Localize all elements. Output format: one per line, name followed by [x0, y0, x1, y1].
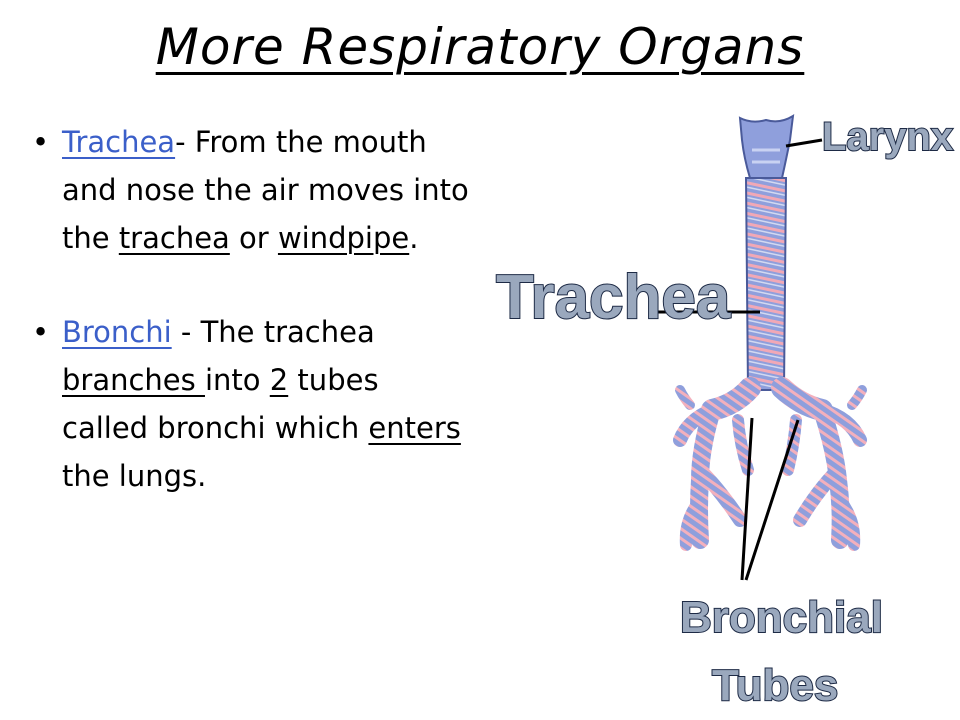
- bullet-list: • Trachea- From the mouth and nose the a…: [30, 118, 470, 500]
- bullet-bronchi: • Bronchi - The trachea branches into 2 …: [30, 308, 470, 500]
- two-underlined-term: 2: [269, 363, 289, 397]
- bronchi-text-3: tubes called bronchi which: [62, 363, 379, 445]
- branches-underlined-term: branches: [62, 363, 205, 397]
- bullet-trachea: • Trachea- From the mouth and nose the a…: [30, 118, 470, 262]
- trachea-text-1: - From the mouth and nose the air moves …: [62, 125, 469, 255]
- label-bronchial: Bronchial: [680, 593, 883, 642]
- bronchi-text-1: - The trachea: [171, 315, 375, 349]
- trachea-shape: [744, 177, 788, 391]
- bronchi-text-4: the lungs.: [62, 459, 207, 493]
- slide-title: More Respiratory Organs: [0, 18, 960, 76]
- label-larynx: Larynx: [822, 115, 953, 159]
- trachea-underlined-term: trachea: [118, 221, 230, 255]
- respiratory-diagram: Larynx Trachea Bronchial Tubes: [495, 114, 954, 711]
- bullet-dot: •: [32, 125, 50, 159]
- trachea-text-2: or: [229, 221, 278, 255]
- trachea-text-3: .: [409, 221, 419, 255]
- label-trachea: Trachea: [496, 263, 731, 332]
- larynx-shape: [738, 114, 795, 179]
- enters-underlined-term: enters: [368, 411, 461, 445]
- bronchi-text-2: into: [204, 363, 270, 397]
- pointer-lines: [650, 138, 823, 581]
- label-tubes: Tubes: [712, 661, 838, 710]
- windpipe-underlined-term: windpipe: [277, 221, 410, 255]
- bullet-dot: •: [32, 315, 50, 349]
- bronchial-tree: [673, 377, 867, 551]
- slide-title-text: More Respiratory Organs: [155, 18, 805, 76]
- bronchi-link[interactable]: Bronchi: [62, 315, 172, 349]
- trachea-link[interactable]: Trachea: [62, 125, 176, 159]
